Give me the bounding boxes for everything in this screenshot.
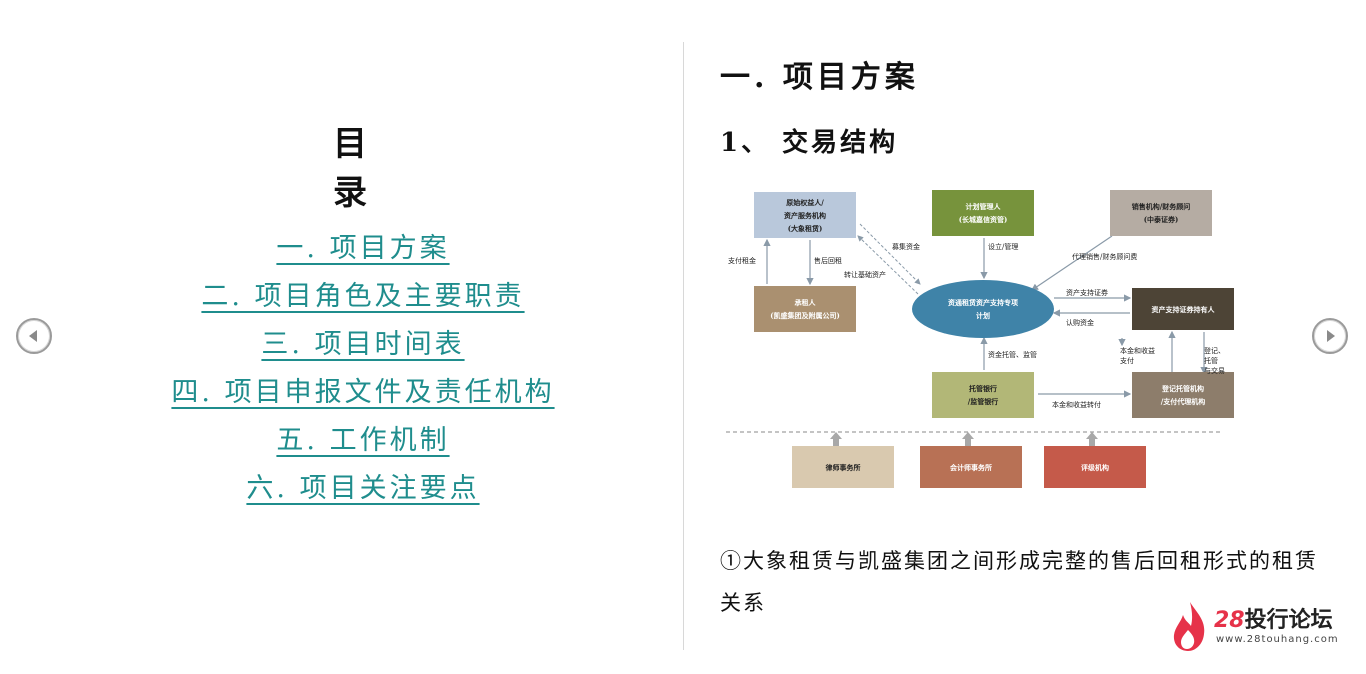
next-page-button[interactable] — [1312, 318, 1348, 354]
spv-ellipse: 资通租赁资产支持专项 计划 — [912, 280, 1054, 338]
vertical-divider — [683, 42, 684, 650]
label-raise: 募集资金 — [892, 243, 920, 251]
rating-agency-box: 评级机构 — [1044, 446, 1146, 488]
label-transfer-pay: 本金和收益转付 — [1052, 401, 1101, 409]
toc-link-6[interactable]: 六. 项目关注要点 — [246, 473, 480, 504]
toc-link-2[interactable]: 二. 项目角色及主要职责 — [201, 281, 525, 312]
lawyer-box: 律师事务所 — [792, 446, 894, 488]
holders-box: 资产支持证券持有人 — [1132, 288, 1234, 330]
label-agent: 代理销售/财务顾问费 — [1072, 253, 1138, 261]
site-logo[interactable]: 28投行论坛 www.28touhang.com — [1170, 598, 1350, 654]
toc-list: 一. 项目方案 二. 项目角色及主要职责 三. 项目时间表 四. 项目申报文件及… — [150, 225, 576, 513]
label-transfer: 转让基础资产 — [844, 271, 886, 279]
prev-page-button[interactable] — [16, 318, 52, 354]
lessee-box: 承租人 (凯盛集团及附属公司) — [754, 286, 856, 332]
diagram-arrows — [726, 223, 1222, 446]
toc-link-1[interactable]: 一. 项目方案 — [276, 233, 450, 264]
logo-url: www.28touhang.com — [1216, 634, 1339, 645]
accountant-box: 会计师事务所 — [920, 446, 1022, 488]
originator-box: 原始权益人/ 资产服务机构 (大象租赁) — [754, 192, 856, 238]
label-register: 登记、托管 与交易 — [1204, 347, 1225, 375]
triangle-left-icon — [29, 330, 37, 342]
label-subscribe: 认购资金 — [1066, 319, 1094, 327]
custodian-box: 托管银行 /监管银行 — [932, 372, 1034, 418]
toc-link-5[interactable]: 五. 工作机制 — [276, 425, 450, 456]
label-leaseback: 售后回租 — [814, 257, 842, 265]
label-abs: 资产支持证券 — [1066, 289, 1108, 297]
triangle-right-icon — [1327, 330, 1335, 342]
registry-box: 登记托管机构 /支付代理机构 — [1132, 372, 1234, 418]
logo-name: 投行论坛 — [1244, 608, 1333, 633]
label-rent: 支付租金 — [728, 257, 756, 265]
section-subtitle: 1、 交易结构 — [720, 128, 899, 158]
label-fundmgmt: 资金托管、监管 — [988, 351, 1037, 359]
toc-title: 目 录 — [333, 124, 407, 213]
body-paragraph: ①大象租赁与凯盛集团之间形成完整的售后回租形式的租赁关系 — [720, 549, 1318, 615]
plan-manager-box: 计划管理人 (长城嘉信资管) — [932, 190, 1034, 236]
sales-agent-box: 销售机构/财务顾问 (中泰证券) — [1110, 190, 1212, 236]
flame-icon — [1173, 602, 1205, 651]
section-title: 一. 项目方案 — [720, 60, 919, 95]
logo-number: 28 — [1214, 608, 1245, 633]
label-principal-pay: 本金和收益 支付 — [1120, 347, 1155, 365]
toc-link-4[interactable]: 四. 项目申报文件及责任机构 — [171, 377, 555, 408]
logo-text: 28投行论坛 — [1214, 602, 1333, 634]
label-setup: 设立/管理 — [988, 243, 1019, 251]
transaction-structure-diagram: 原始权益人/ 资产服务机构 (大象租赁) 计划管理人 (长城嘉信资管) 销售机构… — [722, 180, 1234, 492]
toc-link-3[interactable]: 三. 项目时间表 — [261, 329, 465, 360]
